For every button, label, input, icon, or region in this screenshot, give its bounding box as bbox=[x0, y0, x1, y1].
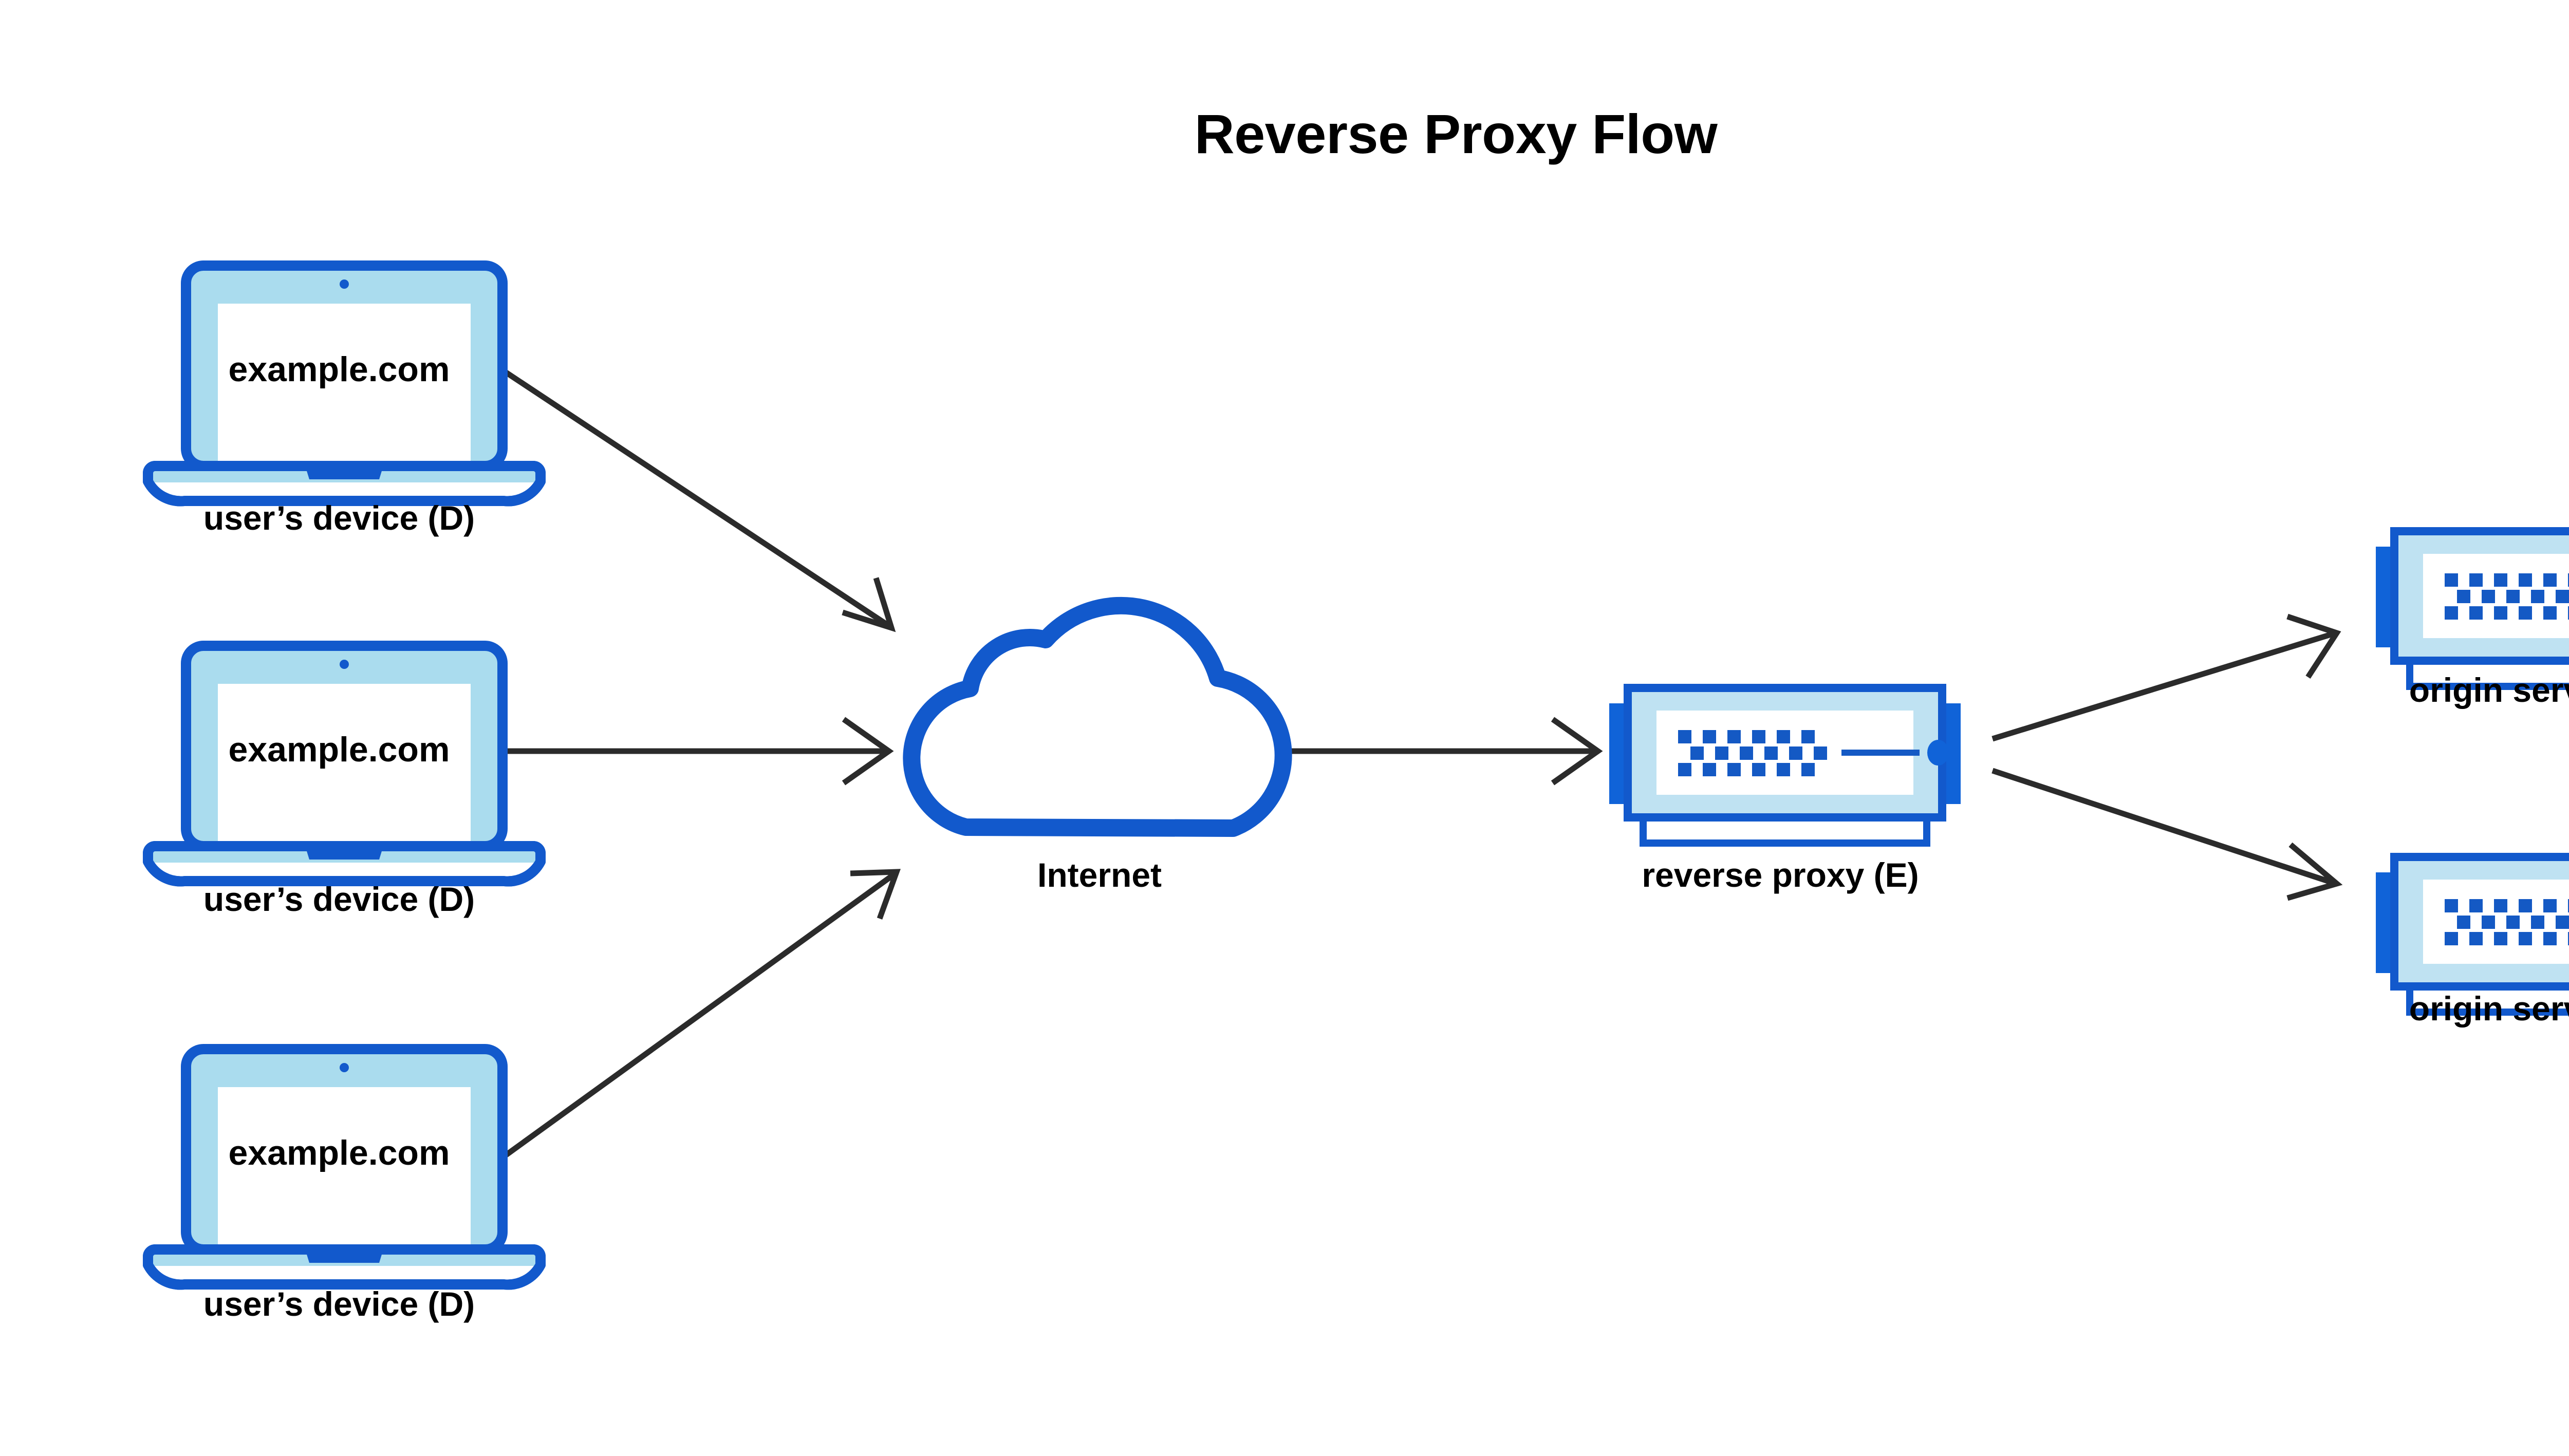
edge-proxy-origin1 bbox=[1991, 613, 2341, 742]
client-1-screen-text: example.com bbox=[228, 350, 450, 389]
client-3-screen-text: example.com bbox=[228, 1133, 450, 1172]
edge-internet-proxy bbox=[1249, 717, 1603, 786]
client-3-label: user’s device (D) bbox=[203, 1285, 475, 1323]
client-2-screen-text: example.com bbox=[228, 730, 450, 769]
internet-label: Internet bbox=[1037, 856, 1162, 894]
connection-arrows bbox=[502, 370, 2343, 1158]
edge-proxy-origin2 bbox=[1991, 768, 2343, 901]
reverse-proxy-label: reverse proxy (E) bbox=[1642, 856, 1919, 894]
client-2-label: user’s device (D) bbox=[203, 880, 475, 918]
origin-1-label: origin server (F) bbox=[2409, 671, 2569, 709]
origin-2-label: origin server (F) bbox=[2409, 990, 2569, 1028]
edge-client3-internet bbox=[504, 869, 901, 1158]
client-1-label: user’s device (D) bbox=[203, 499, 475, 537]
edge-client1-internet bbox=[504, 370, 896, 632]
edge-client2-internet bbox=[502, 717, 894, 786]
cloud-icon[interactable] bbox=[903, 596, 1292, 837]
reverse-proxy-server-icon[interactable] bbox=[1609, 688, 1961, 843]
origin-1-server-icon[interactable] bbox=[2376, 531, 2569, 686]
page-title: Reverse Proxy Flow bbox=[1194, 103, 1718, 165]
